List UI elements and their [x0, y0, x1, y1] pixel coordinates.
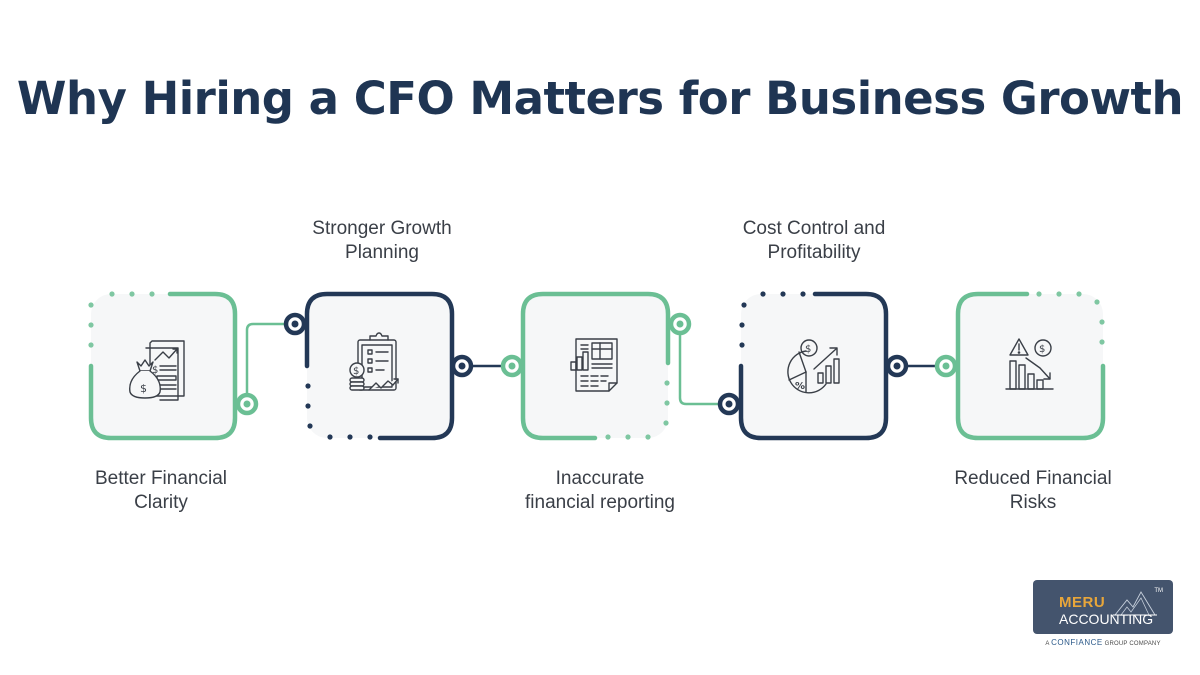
step-5-label: Reduced Financial Risks: [954, 468, 1112, 513]
logo-brand-line1: MERU: [1059, 594, 1106, 611]
pie-chart-profit-icon: % $: [787, 339, 840, 394]
svg-text:$: $: [152, 365, 158, 376]
page-title: Why Hiring a CFO Matters for Business Gr…: [16, 72, 1184, 125]
step-3-box: [520, 291, 671, 441]
svg-text:$: $: [140, 382, 147, 395]
connector-1-2: [245, 322, 290, 404]
meru-accounting-logo: MERU ACCOUNTING TM: [1033, 580, 1173, 634]
svg-text:$: $: [805, 344, 811, 355]
clipboard-coins-growth-icon: $: [349, 332, 399, 391]
svg-text:$: $: [1039, 344, 1045, 355]
svg-text:%: %: [795, 381, 805, 392]
risk-warning-decline-icon: $: [1005, 338, 1054, 390]
logo-brand-line2: ACCOUNTING: [1059, 611, 1154, 627]
financial-report-document-icon: [570, 338, 618, 392]
trademark-symbol: TM: [1154, 588, 1163, 594]
step-2-label: Stronger Growth Planning: [312, 218, 452, 263]
money-bag-report-icon: $ $: [129, 340, 185, 401]
step-4-label: Cost Control and Profitability: [742, 218, 886, 263]
logo-tagline: A CONFIANCE GROUP COMPANY: [1045, 638, 1161, 647]
step-5-box: [955, 291, 1106, 441]
step-1-label: Better Financial Clarity: [94, 468, 227, 513]
step-4-box: [738, 291, 889, 441]
step-3-label: Inaccurate financial reporting: [525, 468, 675, 513]
mountain-icon: [1113, 591, 1157, 616]
connector-3-4: [678, 324, 722, 406]
svg-text:$: $: [353, 366, 359, 377]
confiance-brand: CONFIANCE: [1051, 638, 1103, 647]
step-1-box: [88, 291, 238, 441]
step-2-box: [304, 291, 455, 441]
